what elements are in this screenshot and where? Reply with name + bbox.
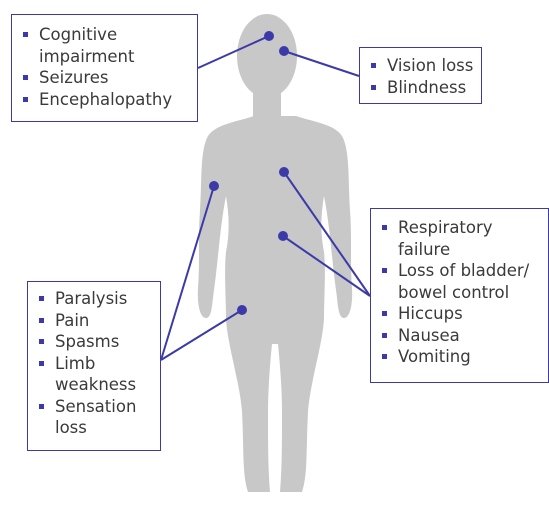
callout-brain-symptoms: Cognitive impairment Seizures Encephalop… xyxy=(11,14,198,122)
symptom-item: Vision loss xyxy=(368,55,481,77)
callout-limb-symptoms: Paralysis Pain Spasms Limb weakness Sens… xyxy=(27,281,161,451)
trunk-symptom-list: Respiratory failure Loss of bladder/ bow… xyxy=(379,217,548,368)
callout-eye-symptoms: Vision loss Blindness xyxy=(359,47,482,104)
symptom-item: Spasms xyxy=(36,331,160,353)
symptom-item: Respiratory failure xyxy=(379,217,548,260)
symptom-item: Hiccups xyxy=(379,303,548,325)
human-silhouette xyxy=(198,14,352,492)
marker-chest-dot xyxy=(279,167,289,177)
symptom-item: Loss of bladder/ bowel control xyxy=(379,260,548,303)
symptom-item: Blindness xyxy=(368,77,481,99)
brain-symptom-list: Cognitive impairment Seizures Encephalop… xyxy=(20,24,197,110)
symptom-item: Pain xyxy=(36,310,160,332)
silhouette-body xyxy=(198,116,352,492)
symptom-item: Seizures xyxy=(20,67,197,89)
callout-trunk-symptoms: Respiratory failure Loss of bladder/ bow… xyxy=(370,208,549,383)
symptom-item: Nausea xyxy=(379,325,548,347)
marker-head-dot xyxy=(264,31,274,41)
limb-symptom-list: Paralysis Pain Spasms Limb weakness Sens… xyxy=(36,288,160,439)
symptom-item: Limb weakness xyxy=(36,353,160,396)
marker-eye-dot xyxy=(279,46,289,56)
symptom-item: Sensation loss xyxy=(36,396,160,439)
marker-thigh-dot xyxy=(237,305,247,315)
symptom-item: Vomiting xyxy=(379,346,548,368)
marker-arm-dot xyxy=(209,181,219,191)
symptom-item: Paralysis xyxy=(36,288,160,310)
symptom-item: Encephalopathy xyxy=(20,89,197,111)
eye-symptom-list: Vision loss Blindness xyxy=(368,55,481,98)
marker-abdomen-dot xyxy=(278,231,288,241)
symptom-item: Cognitive impairment xyxy=(20,24,197,67)
silhouette-head xyxy=(237,14,297,98)
